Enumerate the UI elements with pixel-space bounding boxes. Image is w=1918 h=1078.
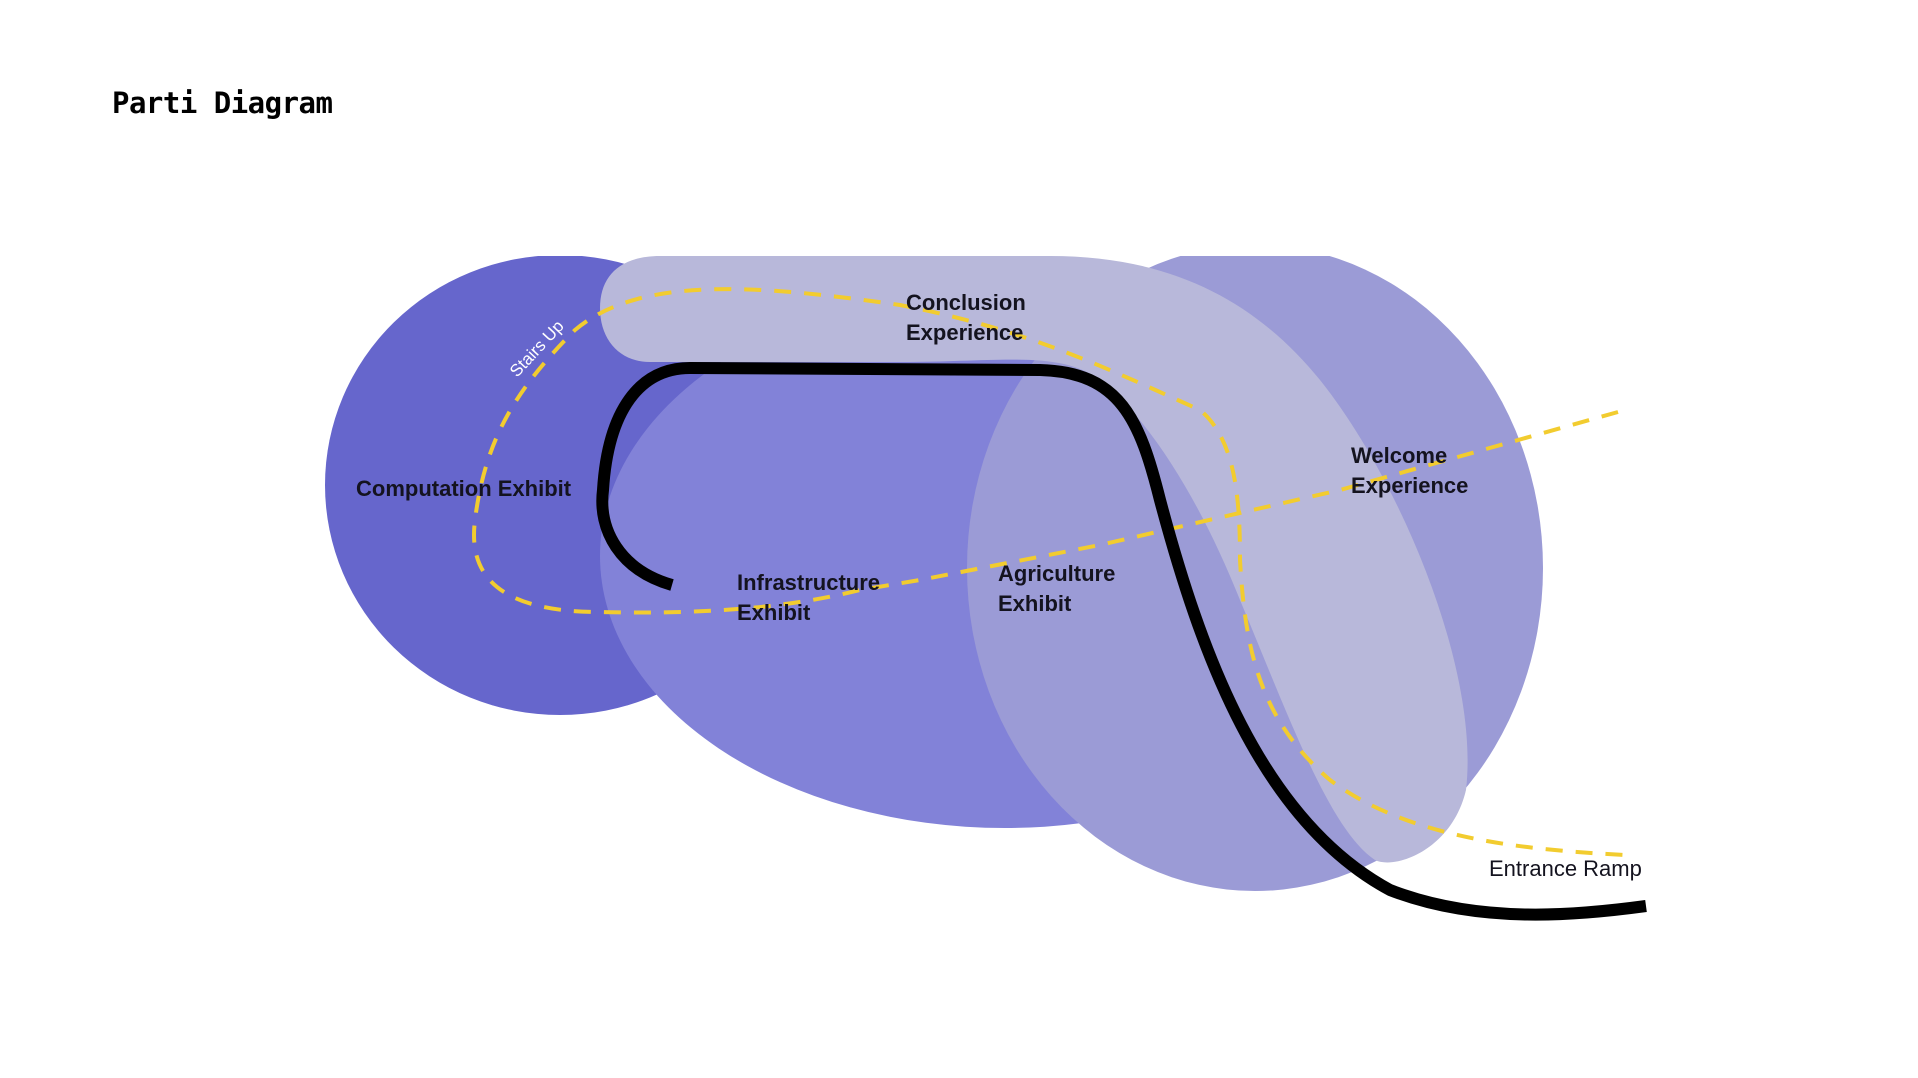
infrastructure-exhibit-label-line-2: Exhibit <box>737 600 811 625</box>
conclusion-experience-label-line-2: Experience <box>906 320 1023 345</box>
dashed-route <box>472 287 1626 857</box>
entrance-ramp-label: Entrance Ramp <box>1489 856 1642 881</box>
agriculture-exhibit-label-line-2: Exhibit <box>998 591 1072 616</box>
infrastructure-exhibit-label-line-1: Infrastructure <box>737 570 880 595</box>
welcome-experience-label-line-1: Welcome <box>1351 443 1447 468</box>
page-title: Parti Diagram <box>112 86 333 120</box>
agriculture-exhibit-label: Agriculture Exhibit <box>998 561 1121 616</box>
welcome-experience-label-line-2: Experience <box>1351 473 1468 498</box>
computation-exhibit-label: Computation Exhibit <box>356 476 572 501</box>
conclusion-experience-label-line-1: Conclusion <box>906 290 1026 315</box>
conclusion-band <box>600 256 1468 863</box>
agriculture-exhibit-label-line-1: Agriculture <box>998 561 1115 586</box>
circulation-path <box>596 362 1647 921</box>
infrastructure-exhibit-label: Infrastructure Exhibit <box>737 570 886 625</box>
conclusion-experience-label: Conclusion Experience <box>906 290 1032 345</box>
welcome-experience-label: Welcome Experience <box>1351 443 1468 498</box>
